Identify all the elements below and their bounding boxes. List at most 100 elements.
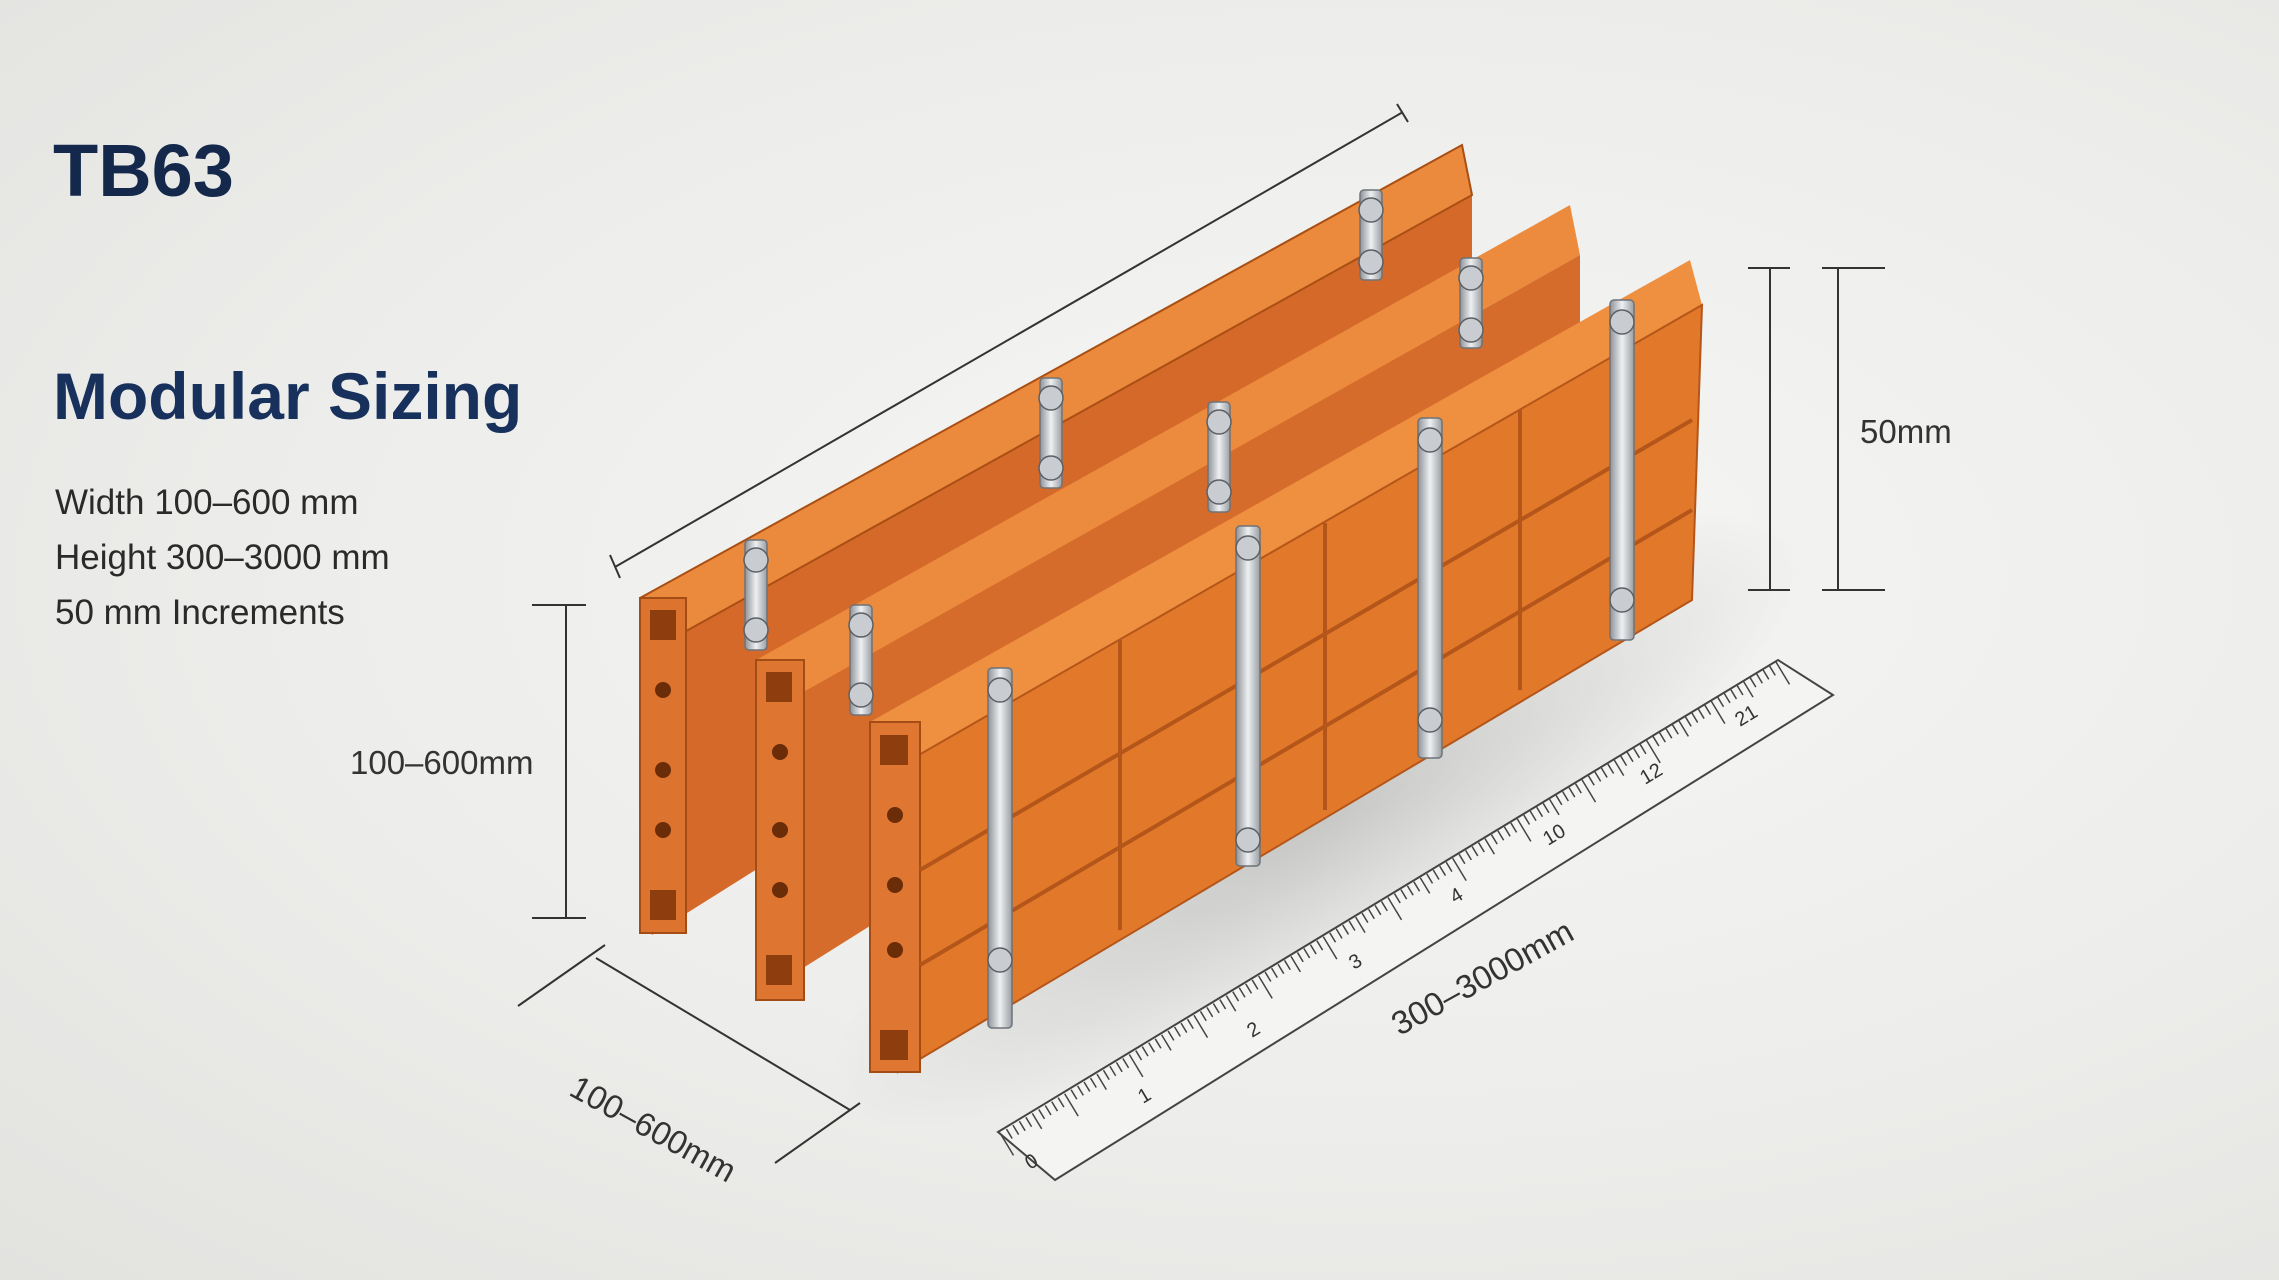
ruler-tick [1102,1069,1110,1081]
spec-width: Width 100–600 mm [55,483,359,522]
ruler-tick [1232,991,1240,1002]
ruler-tick [1316,940,1324,951]
ruler-tick [1303,948,1311,959]
bolt-icon [1609,587,1635,613]
spec-height: Height 300–3000 mm [55,538,390,577]
bolt-icon [848,682,874,708]
ruler-tick [1704,704,1712,716]
bolt-icon [743,547,769,573]
ruler-tick [1012,1124,1020,1135]
ruler-tick [1238,987,1246,998]
ruler-tick [1393,893,1401,904]
ruler-tick [1380,901,1388,912]
bolt-icon [1417,427,1443,453]
ruler-tick [1290,955,1302,973]
ruler-tick [1135,1050,1143,1061]
ruler-tick [1626,751,1634,763]
depth-dimension-line [595,957,851,1111]
ruler-tick [1005,1128,1013,1139]
ruler-tick [1387,897,1403,921]
ruler-tick [1406,885,1414,896]
ruler-tick [1283,959,1291,971]
ruler-tick [1678,720,1690,737]
ruler-tick [1167,1030,1175,1041]
ruler-tick [1038,1109,1046,1120]
ruler-tick [1083,1081,1091,1092]
ruler-tick [1484,838,1496,855]
bolt-icon [743,617,769,643]
ruler-tick [1070,1089,1078,1100]
ruler-tick [1374,904,1382,916]
product-title: TB63 [53,129,234,212]
ruler-tick [1426,873,1434,884]
ruler-tick [1691,712,1699,723]
spec-increments: 50 mm Increments [55,593,345,632]
bolt-icon [1609,309,1635,335]
ruler-tick [1445,861,1453,873]
dimension-lines [517,103,1885,1164]
ruler-tick [1710,700,1726,724]
ruler-tick [1587,775,1595,786]
ruler-tick [1277,963,1285,975]
ruler-tick [1555,795,1563,806]
ruler-tick [1096,1073,1108,1090]
ruler-tick [1749,677,1757,688]
ruler-tick [1154,1038,1162,1049]
ruler-tick [1652,736,1660,747]
measuring-ruler: 0 1 2 3 4 10 12 21 [996,658,1835,1182]
ruler-tick [1322,936,1338,960]
ruler-tick [1051,1101,1059,1112]
ruler-tick [1639,744,1647,755]
ruler-tick [999,1132,1015,1156]
ruler-tick [1128,1054,1144,1078]
ruler-tick [1076,1085,1084,1096]
ruler-tick [1743,681,1754,698]
ruler-tick [1199,1010,1207,1022]
ruler-tick [1089,1077,1097,1088]
ruler-tick [1109,1065,1117,1077]
ruler-tick [1122,1058,1130,1069]
ruler-tick [1497,830,1505,841]
ruler-tick [1025,1116,1033,1128]
bolt-icon [1038,385,1064,411]
bolt-icon [987,947,1013,973]
ruler-tick [1613,759,1625,776]
ruler-tick [1212,1003,1220,1014]
ruler-tick [1471,846,1479,857]
ruler-tick [1755,673,1763,684]
ruler-tick [1400,889,1408,900]
ruler-tick [1309,944,1317,955]
ruler-tick [1684,716,1692,727]
ruler-tick [1258,975,1273,999]
ruler-tick [1607,763,1615,774]
ruler-tick [1018,1120,1026,1132]
ruler-tick [1775,661,1791,685]
ruler-tick [1367,908,1375,920]
ruler-tick [1503,826,1511,837]
ruler-tick [1523,814,1531,825]
ruler-tick [1717,696,1725,708]
ruler-tick [1186,1018,1194,1030]
thickness-dimension-label: 50mm [1860,413,1952,450]
ruler-tick [1665,728,1673,739]
ruler-tick [1329,932,1337,943]
ruler-tick [1064,1093,1079,1117]
ruler-tick [1736,685,1744,696]
ruler-tick [1193,1014,1209,1038]
ruler-tick [1355,916,1366,933]
ruler-tick [1600,767,1608,778]
top-length-dimension-line [614,111,1404,568]
ruler-tick [1342,924,1350,935]
bolt-icon [1358,197,1384,223]
ruler-tick [1549,798,1560,816]
bolt-icon [1235,535,1261,561]
ruler-tick [1141,1046,1149,1057]
ruler-tick [1180,1022,1188,1033]
ruler-tick [1574,783,1582,794]
ruler-tick [1031,1112,1043,1130]
ruler-tick [1529,810,1537,821]
bolt-icon [1417,707,1443,733]
ruler-tick [1561,791,1569,802]
bolt-icon [1358,249,1384,275]
